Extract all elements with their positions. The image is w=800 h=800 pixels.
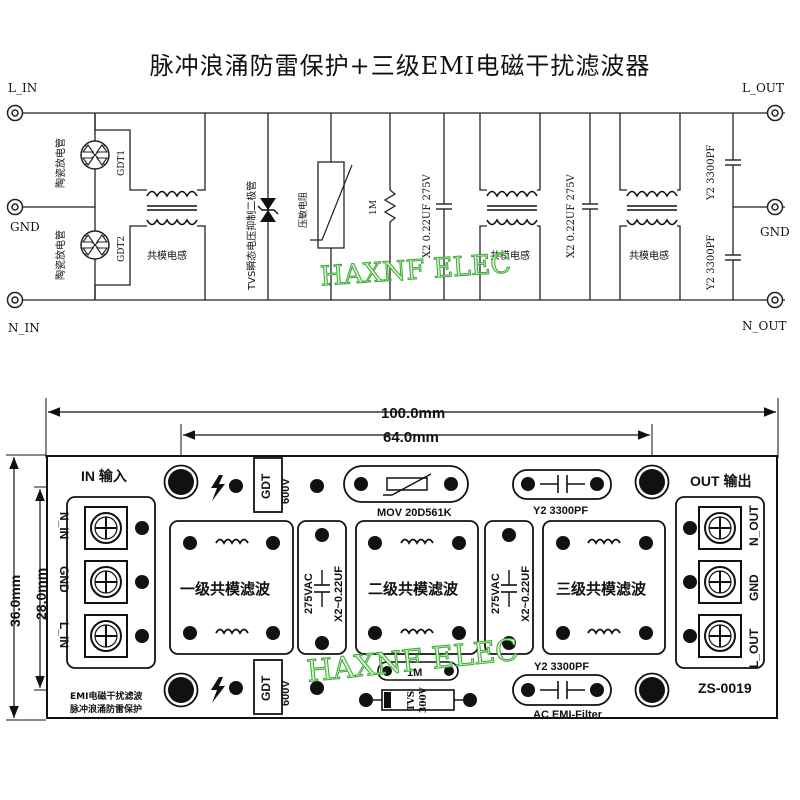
gdt-bottom-voltage: 600V — [280, 680, 292, 706]
x2-value-label-1: X2~0.22UF — [333, 566, 345, 622]
choke-label-2: 共模电感 — [490, 249, 530, 262]
choke-3-symbol — [626, 190, 678, 226]
resistor-label: 1M — [369, 200, 379, 215]
pcb-terminal-l-in: L_IN — [57, 622, 71, 648]
x2-vac-label-1: 275VAC — [303, 573, 315, 614]
terminal-label-n-out: N_OUT — [742, 319, 786, 333]
terminal-screw-n-in — [84, 506, 128, 550]
gdt-top-voltage: 600V — [280, 478, 292, 504]
y2-bottom-label: Y2 3300PF — [534, 661, 589, 673]
gdt-label-2: 陶瓷放电管 — [54, 230, 67, 280]
terminal-screw-gnd-out — [698, 560, 742, 604]
tvs-label: TVS瞬态电压抑制二极管 — [245, 181, 258, 291]
mov-label: MOV 20D561K — [377, 507, 452, 519]
x2-vac-label-2: 275VAC — [490, 573, 502, 614]
pcb-terminal-n-out: N_OUT — [747, 505, 761, 546]
page-title: 脉冲浪涌防雷保护+三级EMI电磁干扰滤波器 — [149, 52, 651, 80]
gdt1-symbol — [80, 140, 110, 170]
mounting-hole-top-left — [168, 469, 194, 495]
stage-2-label: 二级共模滤波 — [368, 580, 459, 598]
pcb-out-label: OUT 输出 — [690, 473, 751, 489]
terminal-screw-gnd-in — [84, 560, 128, 604]
watermark-top: HAXNF ELEC — [319, 248, 512, 292]
ac-emi-filter-label: AC EMI-Filter — [533, 709, 603, 721]
pcb-hole-spacing-dimension: 64.0mm — [383, 429, 439, 446]
pcb-terminal-gnd-in: GND — [57, 566, 71, 593]
terminal-label-gnd-out: GND — [760, 225, 790, 239]
choke-2-symbol — [486, 190, 538, 226]
terminal-label-l-in: L_IN — [8, 81, 37, 95]
y2-top-label: Y2 3300PF — [533, 505, 588, 517]
x2-value-label-2: X2~0.22UF — [520, 566, 532, 622]
mounting-hole-bottom-left — [168, 677, 194, 703]
terminal-screw-l-in — [84, 614, 128, 658]
y2-capacitor-label-2: Y2 3300PF — [706, 235, 717, 291]
gdt-label-1: 陶瓷放电管 — [54, 138, 67, 188]
pcb-tvs-voltage: 300V — [419, 686, 429, 713]
terminal-label-l-out: L_OUT — [742, 81, 784, 95]
mounting-hole-top-right — [639, 469, 665, 495]
gdt-bottom-label: GDT — [259, 675, 273, 701]
pcb-height-dimension: 36.0mm — [7, 575, 23, 627]
schematic: L_IN GND N_IN L_OUT GND N_OUT 陶瓷放电管 陶瓷放电… — [6, 81, 790, 335]
choke-1-symbol — [146, 190, 198, 226]
lightning-icon-bottom — [211, 677, 225, 703]
terminal-screw-n-out — [698, 506, 742, 550]
gdt-top-label: GDT — [259, 473, 273, 499]
varistor-label: 压敏电阻 — [297, 192, 309, 228]
stage-1-label: 一级共模滤波 — [180, 580, 271, 598]
gdt2-symbol — [80, 230, 110, 260]
terminal-label-gnd-in: GND — [10, 220, 40, 234]
gdt1-label: GDT1 — [117, 150, 127, 176]
pcb-inner-height-dimension: 28.0mm — [33, 568, 49, 620]
pcb-terminal-l-out: L_OUT — [747, 628, 761, 668]
terminal-screw-l-out — [698, 614, 742, 658]
stage-3-label: 三级共模滤波 — [556, 580, 647, 598]
pcb-tvs-label: TVS — [407, 691, 417, 711]
x2-capacitor-label-2: X2 0.22UF 275V — [566, 173, 577, 258]
x2-capacitor-label-1: X2 0.22UF 275V — [422, 173, 433, 258]
pcb-terminal-gnd-out: GND — [747, 574, 761, 601]
pcb-in-label: IN 输入 — [81, 468, 127, 484]
lightning-icon-top — [211, 475, 225, 501]
pcb-desc-line-2: 脉冲浪涌防雷保护 — [69, 703, 142, 715]
terminal-label-n-in: N_IN — [8, 321, 40, 335]
pcb-resistor-label: 1M — [407, 667, 422, 679]
y2-capacitor-label-1: Y2 3300PF — [706, 145, 717, 201]
pcb-width-dimension: 100.0mm — [381, 405, 445, 422]
choke-label-1: 共模电感 — [147, 249, 187, 262]
choke-label-3: 共模电感 — [629, 249, 669, 262]
pcb-desc-line-1: EMI电磁干扰滤波 — [70, 690, 143, 702]
pcb-layout: 100.0mm 64.0mm 36.0mm 28.0mm IN 输入 OUT 输… — [6, 398, 779, 721]
pcb-terminal-n-in: N_IN — [57, 512, 71, 539]
pcb-model-label: ZS-0019 — [698, 680, 752, 696]
gdt2-label: GDT2 — [117, 236, 127, 262]
mounting-hole-bottom-right — [639, 677, 665, 703]
